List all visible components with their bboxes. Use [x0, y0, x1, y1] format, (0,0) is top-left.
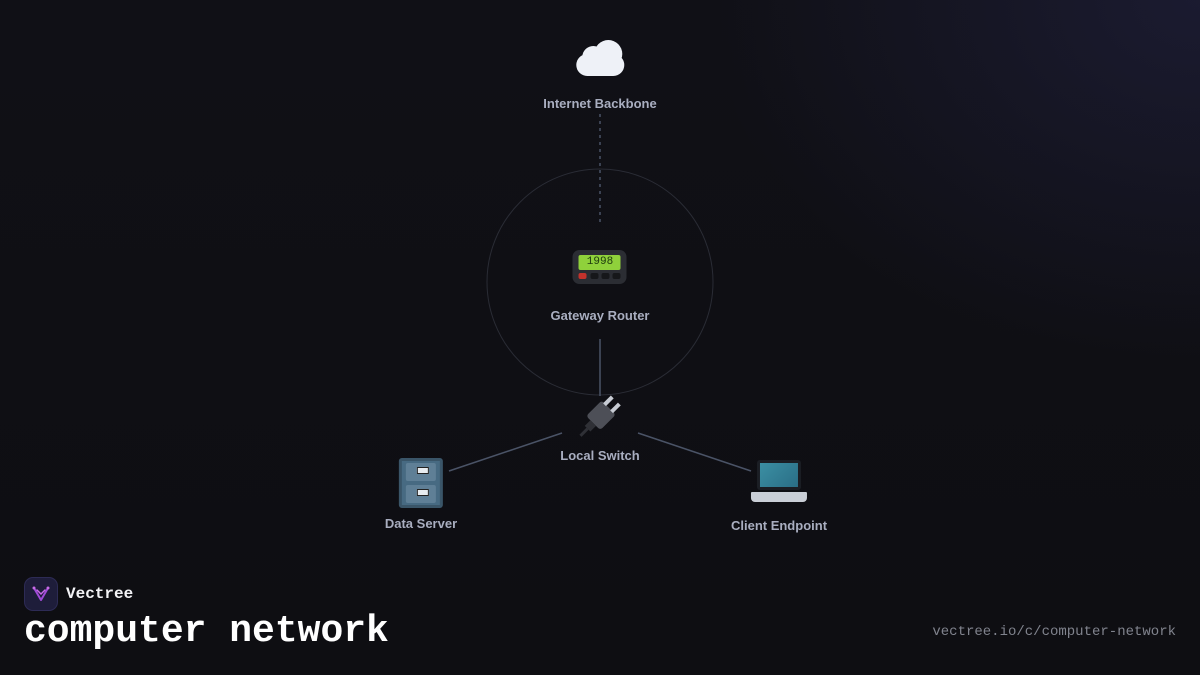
brand[interactable]: Vectree [24, 577, 133, 611]
node-label: Client Endpoint [730, 518, 828, 533]
node-data-server[interactable]: Data Server [385, 456, 457, 531]
cloud-icon [543, 38, 656, 90]
router-display: 1998 [578, 255, 621, 270]
brand-name: Vectree [66, 585, 134, 603]
pager-router-icon: 1998 [551, 250, 650, 302]
file-cabinet-icon [385, 458, 457, 510]
node-local-switch[interactable]: Local Switch [560, 390, 640, 463]
node-gateway-router[interactable]: 1998 Gateway Router [550, 240, 650, 323]
node-label: Internet Backbone [543, 96, 657, 111]
laptop-icon [731, 460, 827, 512]
edge-switch-client [637, 432, 752, 472]
electric-plug-icon [560, 390, 639, 442]
node-internet-backbone[interactable]: Internet Backbone [543, 32, 657, 111]
vectree-logo-icon [24, 577, 58, 611]
page-title: computer network [24, 610, 389, 653]
edge-switch-server [448, 432, 563, 472]
node-label: Local Switch [560, 448, 640, 463]
page-url-link[interactable]: vectree.io/c/computer-network [932, 624, 1176, 640]
node-label: Data Server [384, 516, 458, 531]
node-label: Gateway Router [550, 308, 650, 323]
node-client-endpoint[interactable]: Client Endpoint [731, 456, 827, 533]
